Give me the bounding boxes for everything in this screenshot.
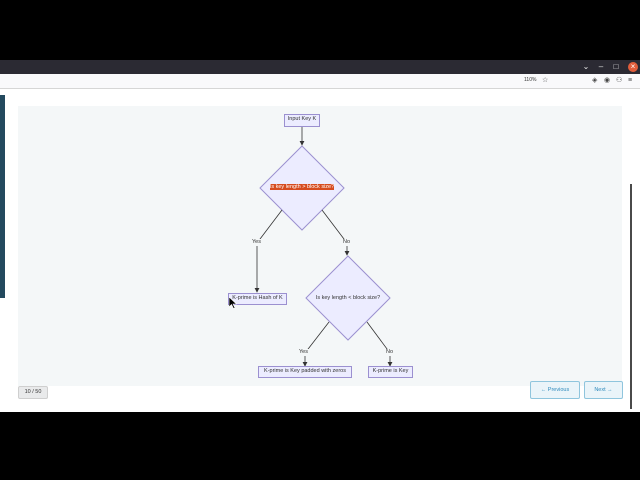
browser-toolbar	[0, 74, 640, 89]
edge-label-no-2: No	[385, 349, 395, 356]
extensions-icon[interactable]: ⚇	[616, 77, 623, 84]
decision2-label: Is key length < block size?	[315, 295, 381, 301]
slide-area: Input Key K Is key length > block size? …	[18, 106, 622, 386]
flowchart-connectors	[254, 127, 393, 367]
edge-label-no-1: No	[342, 239, 352, 246]
node-pad: K-prime is Key padded with zeros	[258, 366, 352, 378]
edge-label-yes-2: Yes	[298, 349, 309, 356]
next-button[interactable]: Next →	[584, 381, 623, 399]
browser-titlebar	[0, 60, 640, 74]
chevron-down-icon[interactable]: ⌄	[582, 62, 590, 71]
node-hash: K-prime is Hash of K	[228, 293, 287, 305]
slide-counter: 10 / 50	[18, 386, 48, 399]
node-same: K-prime is Key	[368, 366, 413, 378]
menu-icon[interactable]: ≡	[628, 77, 633, 84]
previous-button[interactable]: ← Previous	[530, 381, 580, 399]
node-input-key: Input Key K	[284, 114, 320, 127]
left-accent-bar	[0, 95, 5, 298]
edge-d2-no-a	[366, 321, 391, 354]
edge-d2-yes-a	[304, 321, 330, 354]
close-window-button[interactable]: ×	[628, 62, 638, 72]
decision-diamond-2	[305, 255, 391, 341]
edge-label-yes-1: Yes	[251, 239, 262, 246]
mouse-cursor-icon	[229, 297, 237, 309]
scrollbar[interactable]	[630, 184, 632, 409]
edge-d1-no-a	[321, 209, 348, 244]
star-icon[interactable]: ☆	[542, 77, 549, 84]
decision1-label: Is key length > block size?	[252, 183, 352, 191]
shield-icon[interactable]: ◈	[592, 77, 598, 84]
decision1-text: Is key length > block size?	[269, 184, 335, 190]
zoom-level[interactable]: 110%	[524, 77, 537, 83]
maximize-button[interactable]: □	[613, 62, 619, 71]
edge-d1-yes-a	[256, 209, 283, 244]
account-icon[interactable]: ◉	[604, 77, 611, 84]
minimize-button[interactable]: –	[598, 62, 604, 71]
